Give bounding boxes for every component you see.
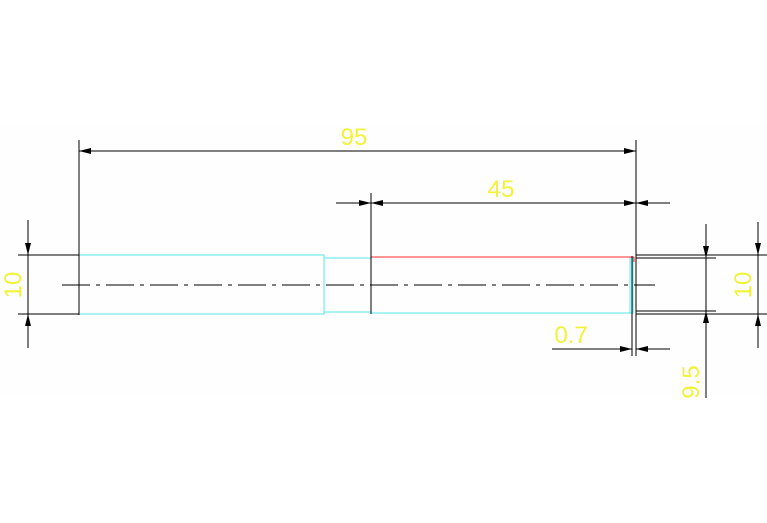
drawing-area [0, 122, 767, 398]
highlighted-edge [371, 256, 635, 262]
dimension-text-overall-length: 95 [341, 124, 368, 151]
dimension-text-left-diameter: 10 [0, 272, 27, 299]
dimension-text-offset: 0.7 [554, 322, 587, 349]
dimension-text-right-diameter: 10 [730, 272, 757, 299]
dimension-text-section-length: 45 [488, 176, 515, 203]
dimension-text-lower: 9.5 [678, 365, 705, 398]
